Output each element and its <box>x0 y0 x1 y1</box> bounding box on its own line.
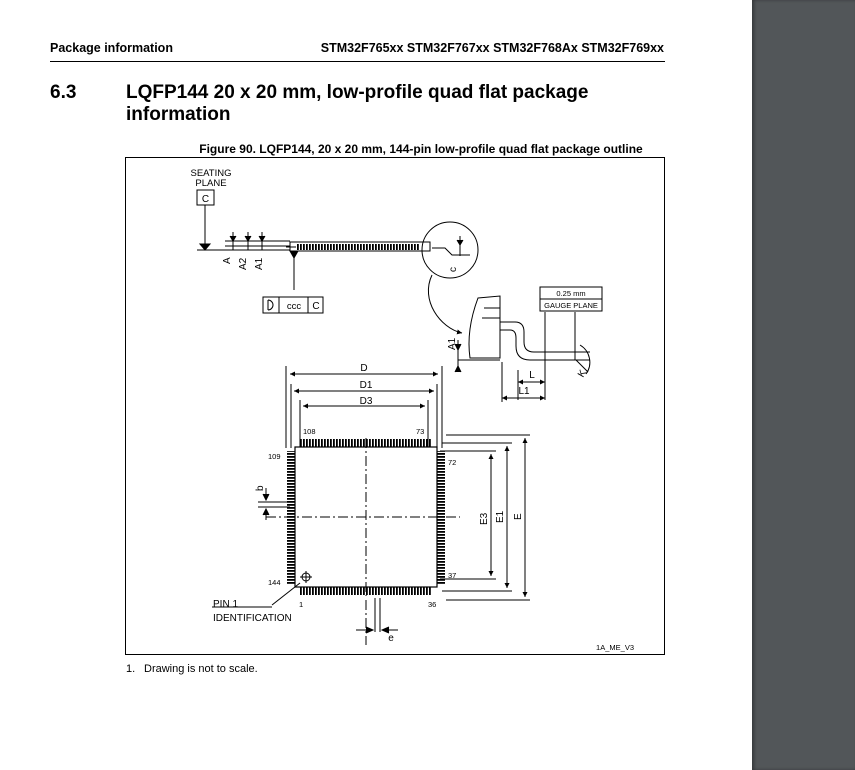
dim-e3-label: E3 <box>479 512 490 525</box>
dim-b-label: b <box>255 485 266 491</box>
pin-108-label: 108 <box>303 427 316 436</box>
dim-d3-label: D3 <box>360 396 373 407</box>
figure-note: 1. Drawing is not to scale. <box>126 663 258 675</box>
ccc-frame <box>262 296 324 314</box>
note-text: Drawing is not to scale. <box>144 663 258 675</box>
pin-109-label: 109 <box>268 452 281 461</box>
gauge-value-label: 0.25 mm <box>556 289 585 298</box>
section-number: 6.3 <box>50 82 77 103</box>
pin-73-label: 73 <box>416 427 424 436</box>
gauge-plane-label: GAUGE PLANE <box>544 301 598 310</box>
pin-144-label: 144 <box>268 578 281 587</box>
seating-plane-label-2: PLANE <box>195 178 226 189</box>
figure-frame <box>125 157 665 655</box>
top-view <box>212 366 530 645</box>
figure-caption: Figure 90. LQFP144, 20 x 20 mm, 144-pin … <box>199 142 643 156</box>
document-page: Package information STM32F765xx STM32F76… <box>50 41 665 675</box>
header-section-name: Package information <box>50 41 173 55</box>
pin1-id-label-2: IDENTIFICATION <box>213 613 292 624</box>
pin-36-label: 36 <box>428 600 436 609</box>
note-number: 1. <box>126 663 136 675</box>
dim-d1-label: D1 <box>360 380 373 391</box>
package-outline-drawing: SEATING PLANE C A A2 A1 c ccc C <box>191 168 635 652</box>
ccc-label: ccc <box>287 301 302 312</box>
pin-72-label: 72 <box>448 458 456 467</box>
dim-a1-detail-label: A1 <box>447 337 458 350</box>
dim-a-label: A <box>222 257 233 264</box>
dim-a2-label: A2 <box>238 257 249 270</box>
dim-a1-label: A1 <box>254 257 265 270</box>
seating-plane-label-1: SEATING <box>191 168 232 179</box>
ccc-ref-label: C <box>312 301 319 312</box>
pin1-id-label-1: PIN 1 <box>213 599 238 610</box>
section-title: LQFP144 20 x 20 mm, low-profile quad fla… <box>126 82 589 125</box>
dim-e1-label: E1 <box>495 510 506 523</box>
figure-ref-code: 1A_ME_V3 <box>596 643 634 652</box>
pin-37-label: 37 <box>448 571 456 580</box>
side-view <box>196 189 479 335</box>
lead-detail <box>454 286 603 402</box>
dim-e-label: E <box>513 513 524 520</box>
dim-k-label: K <box>576 368 589 380</box>
header-device-list: STM32F765xx STM32F767xx STM32F768Ax STM3… <box>320 41 664 55</box>
dim-l1-label: L1 <box>518 386 530 397</box>
seating-ref-label: C <box>202 194 209 205</box>
dim-l-label: L <box>529 370 535 381</box>
viewer-background-right <box>752 0 855 770</box>
header-rule <box>50 61 665 62</box>
pin-1-label: 1 <box>299 600 303 609</box>
dim-e-pitch-label: e <box>388 633 394 644</box>
dim-d-label: D <box>360 363 367 374</box>
dim-c-label: c <box>448 267 459 272</box>
